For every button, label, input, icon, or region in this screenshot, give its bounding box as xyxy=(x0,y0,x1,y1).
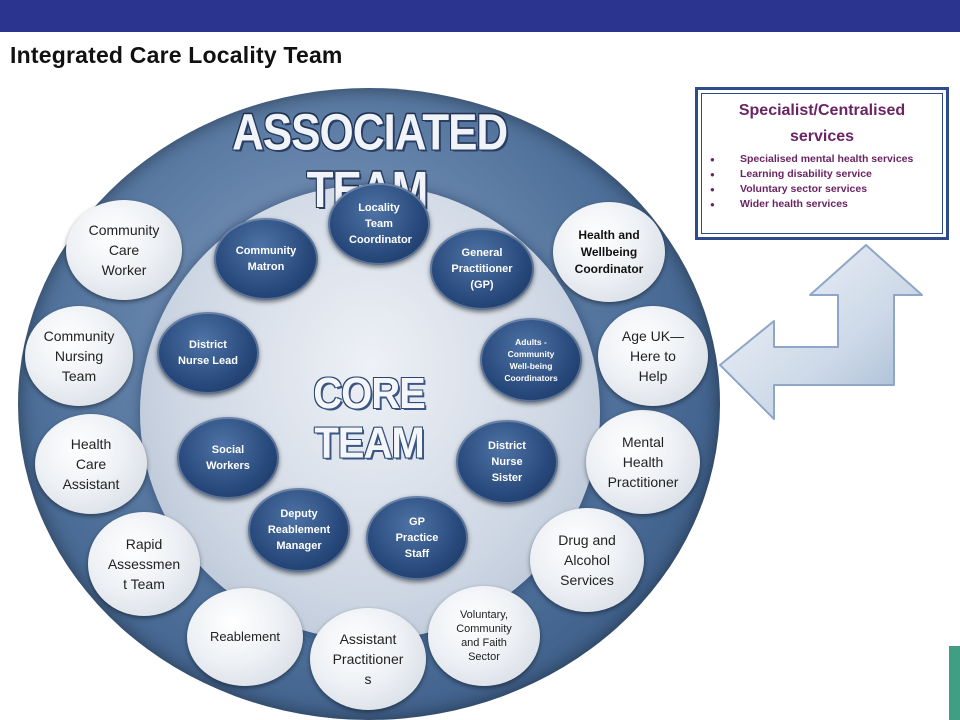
assoc-node-rapid-assessment-team: Rapid Assessmen t Team xyxy=(88,512,200,616)
assoc-node-health-care-assistant: Health Care Assistant xyxy=(35,414,147,514)
assoc-node-community-care-worker: Community Care Worker xyxy=(66,200,182,300)
core-node-locality-team-coordinator: Locality Team Coordinator xyxy=(328,183,430,265)
specialist-services-list: Specialised mental health services Learn… xyxy=(708,152,936,212)
assoc-node-community-nursing-team: Community Nursing Team xyxy=(25,306,133,406)
page-title: Integrated Care Locality Team xyxy=(10,42,343,68)
assoc-node-health-wellbeing-coordinator: Health and Wellbeing Coordinator xyxy=(553,202,665,302)
core-node-community-matron: Community Matron xyxy=(214,218,318,300)
specialist-services-box: Specialist/Centralised services Speciali… xyxy=(695,87,949,240)
specialist-services-title: Specialist/Centralised services xyxy=(738,102,906,145)
assoc-node-assistant-practitioners: Assistant Practitioner s xyxy=(310,608,426,710)
specialist-item: Voluntary sector services xyxy=(710,182,936,197)
core-node-social-workers: Social Workers xyxy=(177,417,279,499)
assoc-node-mental-health-practitioner: Mental Health Practitioner xyxy=(586,410,700,514)
assoc-node-reablement: Reablement xyxy=(187,588,303,686)
core-node-district-nurse-lead: District Nurse Lead xyxy=(157,312,259,394)
specialist-item: Specialised mental health services xyxy=(710,152,936,167)
specialist-services-inner: Specialist/Centralised services Speciali… xyxy=(701,93,943,234)
core-team-heading: CORE TEAM xyxy=(313,369,426,468)
bent-arrow-icon xyxy=(719,244,923,420)
core-node-gp-practice-staff: GP Practice Staff xyxy=(366,496,468,580)
assoc-node-drug-alcohol-services: Drug and Alcohol Services xyxy=(530,508,644,612)
assoc-node-age-uk: Age UK—Here to Help xyxy=(598,306,708,406)
assoc-node-voluntary-community-faith-sector: Voluntary, Community and Faith Sector xyxy=(428,586,540,686)
specialist-item: Wider health services xyxy=(710,197,936,212)
core-node-community-wellbeing-coordinators: Adults - Community Well-being Coordinato… xyxy=(480,318,582,402)
specialist-item: Learning disability service xyxy=(710,167,936,182)
core-node-deputy-reablement-manager: Deputy Reablement Manager xyxy=(248,488,350,572)
corner-accent-bar xyxy=(949,646,960,720)
core-node-general-practitioner: General Practitioner (GP) xyxy=(430,228,534,310)
core-node-district-nurse-sister: District Nurse Sister xyxy=(456,420,558,504)
top-banner xyxy=(0,0,960,32)
